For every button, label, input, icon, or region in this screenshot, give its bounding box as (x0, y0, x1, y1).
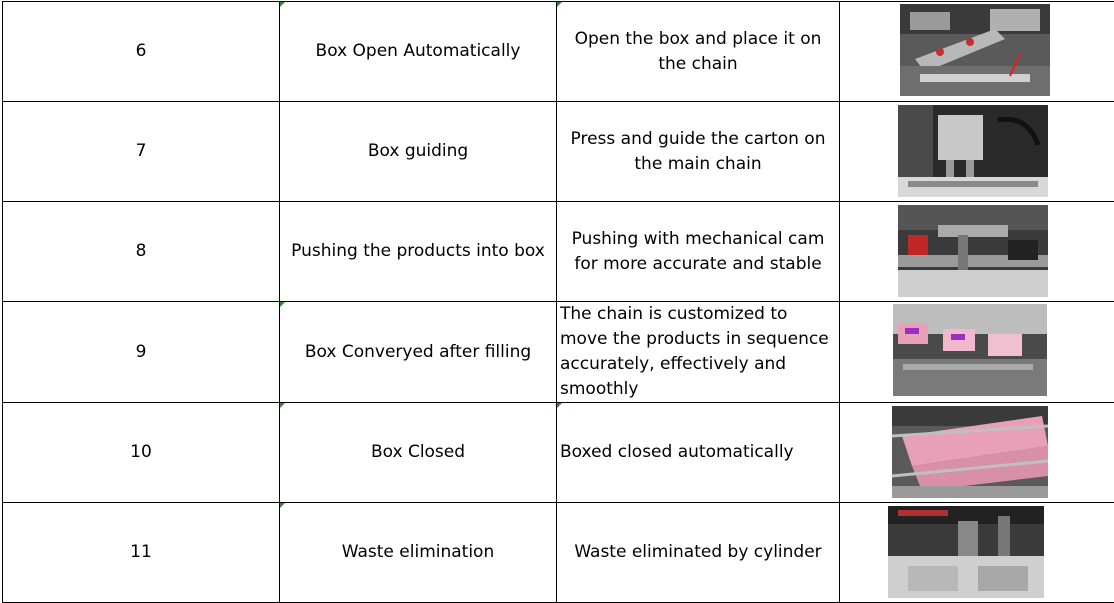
photo-cell[interactable] (839, 201, 1114, 302)
description-text: Waste eliminated by cylinder (574, 542, 822, 562)
step-number-cell[interactable]: 6 (2, 1, 280, 102)
step-number: 6 (135, 41, 147, 61)
function-name: Waste elimination (341, 542, 495, 562)
photo-cell[interactable] (839, 402, 1114, 503)
step-number: 10 (130, 442, 152, 462)
step-number: 7 (135, 141, 147, 161)
description-cell[interactable]: Waste eliminated by cylinder (556, 502, 840, 603)
photo-cell[interactable] (839, 301, 1114, 403)
description-text: The chain is customized to move the prod… (560, 304, 829, 399)
step-number-cell[interactable]: 8 (2, 201, 280, 302)
box-closing-station-photo[interactable] (892, 406, 1048, 498)
description-cell[interactable]: Open the box and place it on the chain (556, 1, 840, 102)
step-number-cell[interactable]: 10 (2, 402, 280, 503)
function-cell[interactable]: Box Open Automatically (279, 1, 557, 102)
cell-comment-marker (557, 2, 562, 7)
description-text: Boxed closed automatically (560, 442, 794, 462)
description-text: Open the box and place it on the chain (574, 28, 822, 74)
table-row: 7 Box guiding Press and guide the carton… (2, 101, 1114, 202)
cell-comment-marker (280, 403, 285, 408)
step-number-cell[interactable]: 11 (2, 502, 280, 603)
box-opening-mechanism-photo[interactable] (900, 4, 1050, 96)
step-number: 8 (135, 241, 147, 261)
carton-guiding-press-photo[interactable] (898, 105, 1048, 197)
waste-cylinder-photo[interactable] (888, 506, 1044, 598)
function-name: Box guiding (367, 141, 469, 161)
function-name: Box Closed (370, 442, 466, 462)
table-row: 10 Box Closed Boxed closed automatically (2, 402, 1114, 503)
function-cell[interactable]: Box guiding (279, 101, 557, 202)
photo-cell[interactable] (839, 101, 1114, 202)
photo-cell[interactable] (839, 502, 1114, 603)
description-cell[interactable]: The chain is customized to move the prod… (556, 301, 840, 403)
filled-box-conveyor-photo[interactable] (893, 304, 1047, 396)
step-number: 11 (130, 542, 152, 562)
table-row: 8 Pushing the products into box Pushing … (2, 201, 1114, 302)
table-row: 6 Box Open Automatically Open the box an… (2, 1, 1114, 102)
function-name: Box Converyed after filling (304, 341, 532, 362)
step-number-cell[interactable]: 9 (2, 301, 280, 403)
step-number-cell[interactable]: 7 (2, 101, 280, 202)
description-text: Press and guide the carton on the main c… (570, 128, 826, 174)
function-cell[interactable]: Box Closed (279, 402, 557, 503)
function-cell[interactable]: Box Converyed after filling (279, 301, 557, 403)
description-cell[interactable]: Boxed closed automatically (556, 402, 840, 503)
cell-comment-marker (557, 403, 562, 408)
table-row: 9 Box Converyed after filling The chain … (2, 301, 1114, 403)
function-cell[interactable]: Waste elimination (279, 502, 557, 603)
cell-comment-marker (280, 2, 285, 7)
description-cell[interactable]: Pushing with mechanical cam for more acc… (556, 201, 840, 302)
product-pusher-cam-photo[interactable] (898, 205, 1048, 297)
function-cell[interactable]: Pushing the products into box (279, 201, 557, 302)
description-cell[interactable]: Press and guide the carton on the main c… (556, 101, 840, 202)
function-name: Box Open Automatically (315, 41, 521, 61)
table-row: 11 Waste elimination Waste eliminated by… (2, 502, 1114, 603)
cell-comment-marker (280, 503, 285, 508)
cell-comment-marker (280, 302, 285, 307)
description-text: Pushing with mechanical cam for more acc… (571, 228, 825, 274)
function-name: Pushing the products into box (291, 241, 545, 261)
step-number: 9 (135, 341, 147, 362)
photo-cell[interactable] (839, 1, 1114, 102)
